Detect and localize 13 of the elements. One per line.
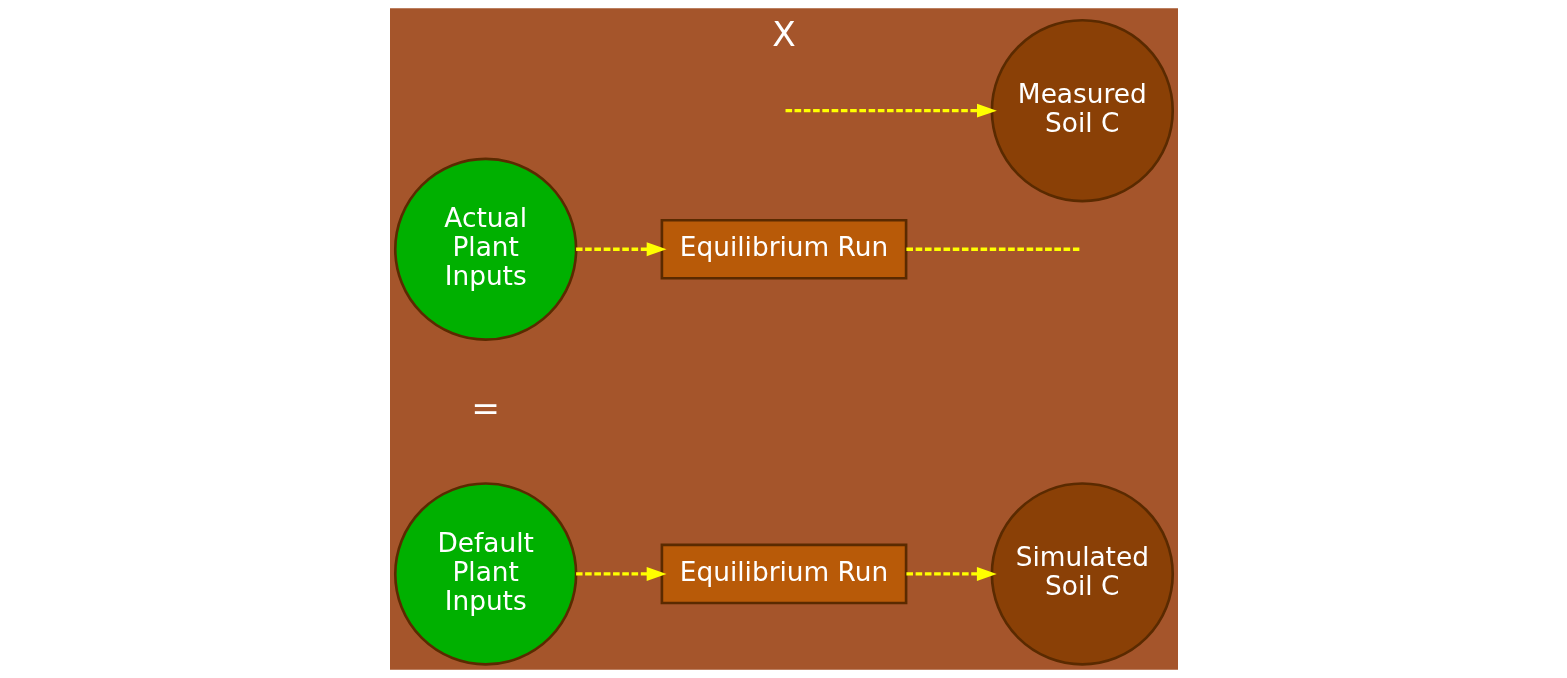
node-circle: Simulated Soil C <box>990 482 1174 666</box>
node-circle: Actual Plant Inputs <box>393 157 577 341</box>
arrow <box>575 567 666 581</box>
node-box: Equilibrium Run <box>660 218 907 280</box>
arrow <box>905 567 997 581</box>
label: X <box>771 14 796 55</box>
connector <box>905 247 1081 251</box>
node-circle: Measured Soil C <box>990 18 1174 203</box>
node-box: Equilibrium Run <box>660 543 907 605</box>
node-circle: Default Plant Inputs <box>393 482 577 666</box>
arrow <box>785 103 997 118</box>
arrow <box>575 242 666 257</box>
label: = <box>470 387 500 428</box>
